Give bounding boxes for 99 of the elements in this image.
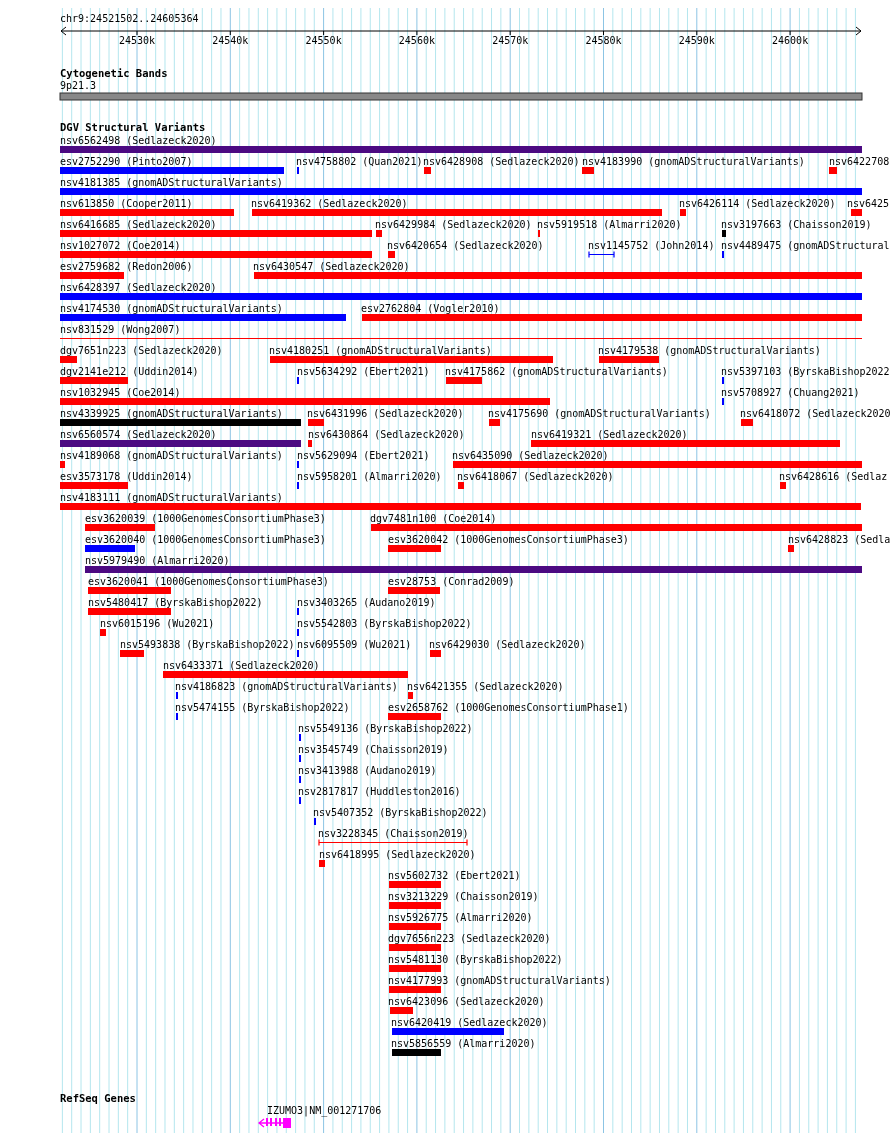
variant-label: nsv6423096 (Sedlazeck2020) [388, 996, 545, 1007]
variant-label: nsv3228345 (Chaisson2019) [318, 828, 469, 839]
variant-label: nsv5856559 (Almarri2020) [391, 1038, 536, 1049]
variant-label: nsv5979490 (Almarri2020) [85, 555, 230, 566]
variant-label: nsv6425 [847, 198, 890, 209]
variant-label: esv28753 (Conrad2009) [388, 576, 515, 587]
variant-label: nsv1145752 (John2014) [588, 240, 715, 251]
track-title: RefSeq Genes [60, 1093, 136, 1104]
variant-label: nsv5474155 (ByrskaBishop2022) [175, 702, 350, 713]
variant-label: nsv5926775 (Almarri2020) [388, 912, 533, 923]
tick-label: 24540k [212, 35, 249, 46]
variant-label: esv3620041 (1000GenomesConsortiumPhase3) [88, 576, 329, 587]
variant-label: esv2759682 (Redon2006) [60, 261, 193, 272]
variant-label: nsv5549136 (ByrskaBishop2022) [298, 723, 473, 734]
variant-label: nsv5602732 (Ebert2021) [388, 870, 521, 881]
variant-label: nsv4186823 (gnomADStructuralVariants) [175, 681, 398, 692]
tick-label: 24580k [585, 35, 622, 46]
variant-label: nsv6562498 (Sedlazeck2020) [60, 135, 217, 146]
variant-label: nsv3413988 (Audano2019) [298, 765, 437, 776]
variant-label: nsv5708927 (Chuang2021) [721, 387, 860, 398]
variant-label: nsv6428616 (Sedlaz [779, 471, 888, 482]
variant-label: nsv6428397 (Sedlazeck2020) [60, 282, 217, 293]
variant-label: dgv2141e212 (Uddin2014) [60, 366, 199, 377]
variant-label: nsv4339925 (gnomADStructuralVariants) [60, 408, 283, 419]
coordinate-label: chr9:24521502..24605364 [60, 13, 199, 24]
variant-label: nsv4189068 (gnomADStructuralVariants) [60, 450, 283, 461]
variant-label: nsv4489475 (gnomADStructural [721, 240, 890, 251]
track-title: Cytogenetic Bands [60, 68, 168, 79]
tick-label: 24530k [118, 35, 156, 46]
variant-label: nsv6418072 (Sedlazeck2020 [740, 408, 890, 419]
variant-label: nsv6422708 [829, 156, 890, 167]
band-label: 9p21.3 [60, 80, 97, 91]
variant-label: nsv6419362 (Sedlazeck2020) [251, 198, 408, 209]
variant-label: nsv4758802 (Quan2021) [296, 156, 423, 167]
variant-label: nsv6426114 (Sedlazeck2020) [679, 198, 836, 209]
variant-label: nsv1027072 (Coe2014) [60, 240, 181, 251]
variant-label: nsv5481130 (ByrskaBishop2022) [388, 954, 563, 965]
variant-label: nsv6430547 (Sedlazeck2020) [253, 261, 410, 272]
variant-label: nsv5407352 (ByrskaBishop2022) [313, 807, 488, 818]
tick-label: 24590k [678, 35, 715, 46]
variant-label: nsv6429030 (Sedlazeck2020) [429, 639, 586, 650]
variant-label: nsv6418995 (Sedlazeck2020) [319, 849, 476, 860]
variant-label: nsv6435090 (Sedlazeck2020) [452, 450, 609, 461]
tick-label: 24600k [772, 35, 809, 46]
variant-label: nsv4179538 (gnomADStructuralVariants) [598, 345, 821, 356]
variant-label: nsv6431996 (Sedlazeck2020) [307, 408, 464, 419]
variant-label: dgv7651n223 (Sedlazeck2020) [60, 345, 223, 356]
variant-label: nsv6418067 (Sedlazeck2020) [457, 471, 614, 482]
variant-label: nsv6430864 (Sedlazeck2020) [308, 429, 465, 440]
variant-label: nsv4175862 (gnomADStructuralVariants) [445, 366, 668, 377]
variant-label: nsv6433371 (Sedlazeck2020) [163, 660, 320, 671]
variant-label: nsv4174530 (gnomADStructuralVariants) [60, 303, 283, 314]
tick-label: 24550k [305, 35, 342, 46]
variant-label: nsv4175690 (gnomADStructuralVariants) [488, 408, 711, 419]
variant-label: dgv7656n223 (Sedlazeck2020) [388, 933, 551, 944]
variant-label: nsv5958201 (Almarri2020) [297, 471, 442, 482]
variant-label: dgv7481n100 (Coe2014) [370, 513, 497, 524]
variant-label: nsv2817817 (Huddleston2016) [298, 786, 461, 797]
variant-label: nsv613850 (Cooper2011) [60, 198, 193, 209]
variant-label: nsv5629094 (Ebert2021) [297, 450, 430, 461]
variant-label: nsv6429984 (Sedlazeck2020) [375, 219, 532, 230]
variant-label: esv2752290 (Pinto2007) [60, 156, 193, 167]
variant-label: esv3573178 (Uddin2014) [60, 471, 193, 482]
tick-label: 24570k [492, 35, 529, 46]
variant-label: nsv6420419 (Sedlazeck2020) [391, 1017, 548, 1028]
variant-label: nsv4183990 (gnomADStructuralVariants) [582, 156, 805, 167]
variant-label: nsv5634292 (Ebert2021) [297, 366, 430, 377]
variant-label: nsv831529 (Wong2007) [60, 324, 181, 335]
variant-label: nsv5919518 (Almarri2020) [537, 219, 682, 230]
variant-label: nsv6015196 (Wu2021) [100, 618, 215, 629]
variant-label: esv2658762 (1000GenomesConsortiumPhase1) [388, 702, 629, 713]
gene-label: IZUMO3|NM_001271706 [267, 1105, 382, 1116]
variant-label: nsv5397103 (ByrskaBishop2022 [721, 366, 890, 377]
variant-label: esv2762804 (Vogler2010) [361, 303, 500, 314]
variant-label: nsv6428823 (Sedla [788, 534, 890, 545]
variant-label: nsv5542803 (ByrskaBishop2022) [297, 618, 472, 629]
variant-label: nsv3213229 (Chaisson2019) [388, 891, 539, 902]
variant-label: nsv5493838 (ByrskaBishop2022) [120, 639, 295, 650]
variant-label: nsv5480417 (ByrskaBishop2022) [88, 597, 263, 608]
variant-label: nsv3545749 (Chaisson2019) [298, 744, 449, 755]
variant-label: nsv4177993 (gnomADStructuralVariants) [388, 975, 611, 986]
variant-label: nsv6560574 (Sedlazeck2020) [60, 429, 217, 440]
variant-label: nsv3403265 (Audano2019) [297, 597, 436, 608]
track-title: DGV Structural Variants [60, 122, 206, 133]
variant-label: esv3620040 (1000GenomesConsortiumPhase3) [85, 534, 326, 545]
variant-label: nsv6416685 (Sedlazeck2020) [60, 219, 217, 230]
variant-label: nsv4180251 (gnomADStructuralVariants) [269, 345, 492, 356]
variant-label: nsv6420654 (Sedlazeck2020) [387, 240, 544, 251]
variant-label: esv3620039 (1000GenomesConsortiumPhase3) [85, 513, 326, 524]
variant-label: nsv6419321 (Sedlazeck2020) [531, 429, 688, 440]
tick-label: 24560k [398, 35, 435, 46]
variant-label: nsv3197663 (Chaisson2019) [721, 219, 872, 230]
variant-label: nsv4181385 (gnomADStructuralVariants) [60, 177, 283, 188]
variant-label: nsv6421355 (Sedlazeck2020) [407, 681, 564, 692]
variant-label: esv3620042 (1000GenomesConsortiumPhase3) [388, 534, 629, 545]
variant-label: nsv4183111 (gnomADStructuralVariants) [60, 492, 283, 503]
variant-label: nsv1032945 (Coe2014) [60, 387, 181, 398]
variant-label: nsv6428908 (Sedlazeck2020) [423, 156, 580, 167]
variant-label: nsv6095509 (Wu2021) [297, 639, 412, 650]
